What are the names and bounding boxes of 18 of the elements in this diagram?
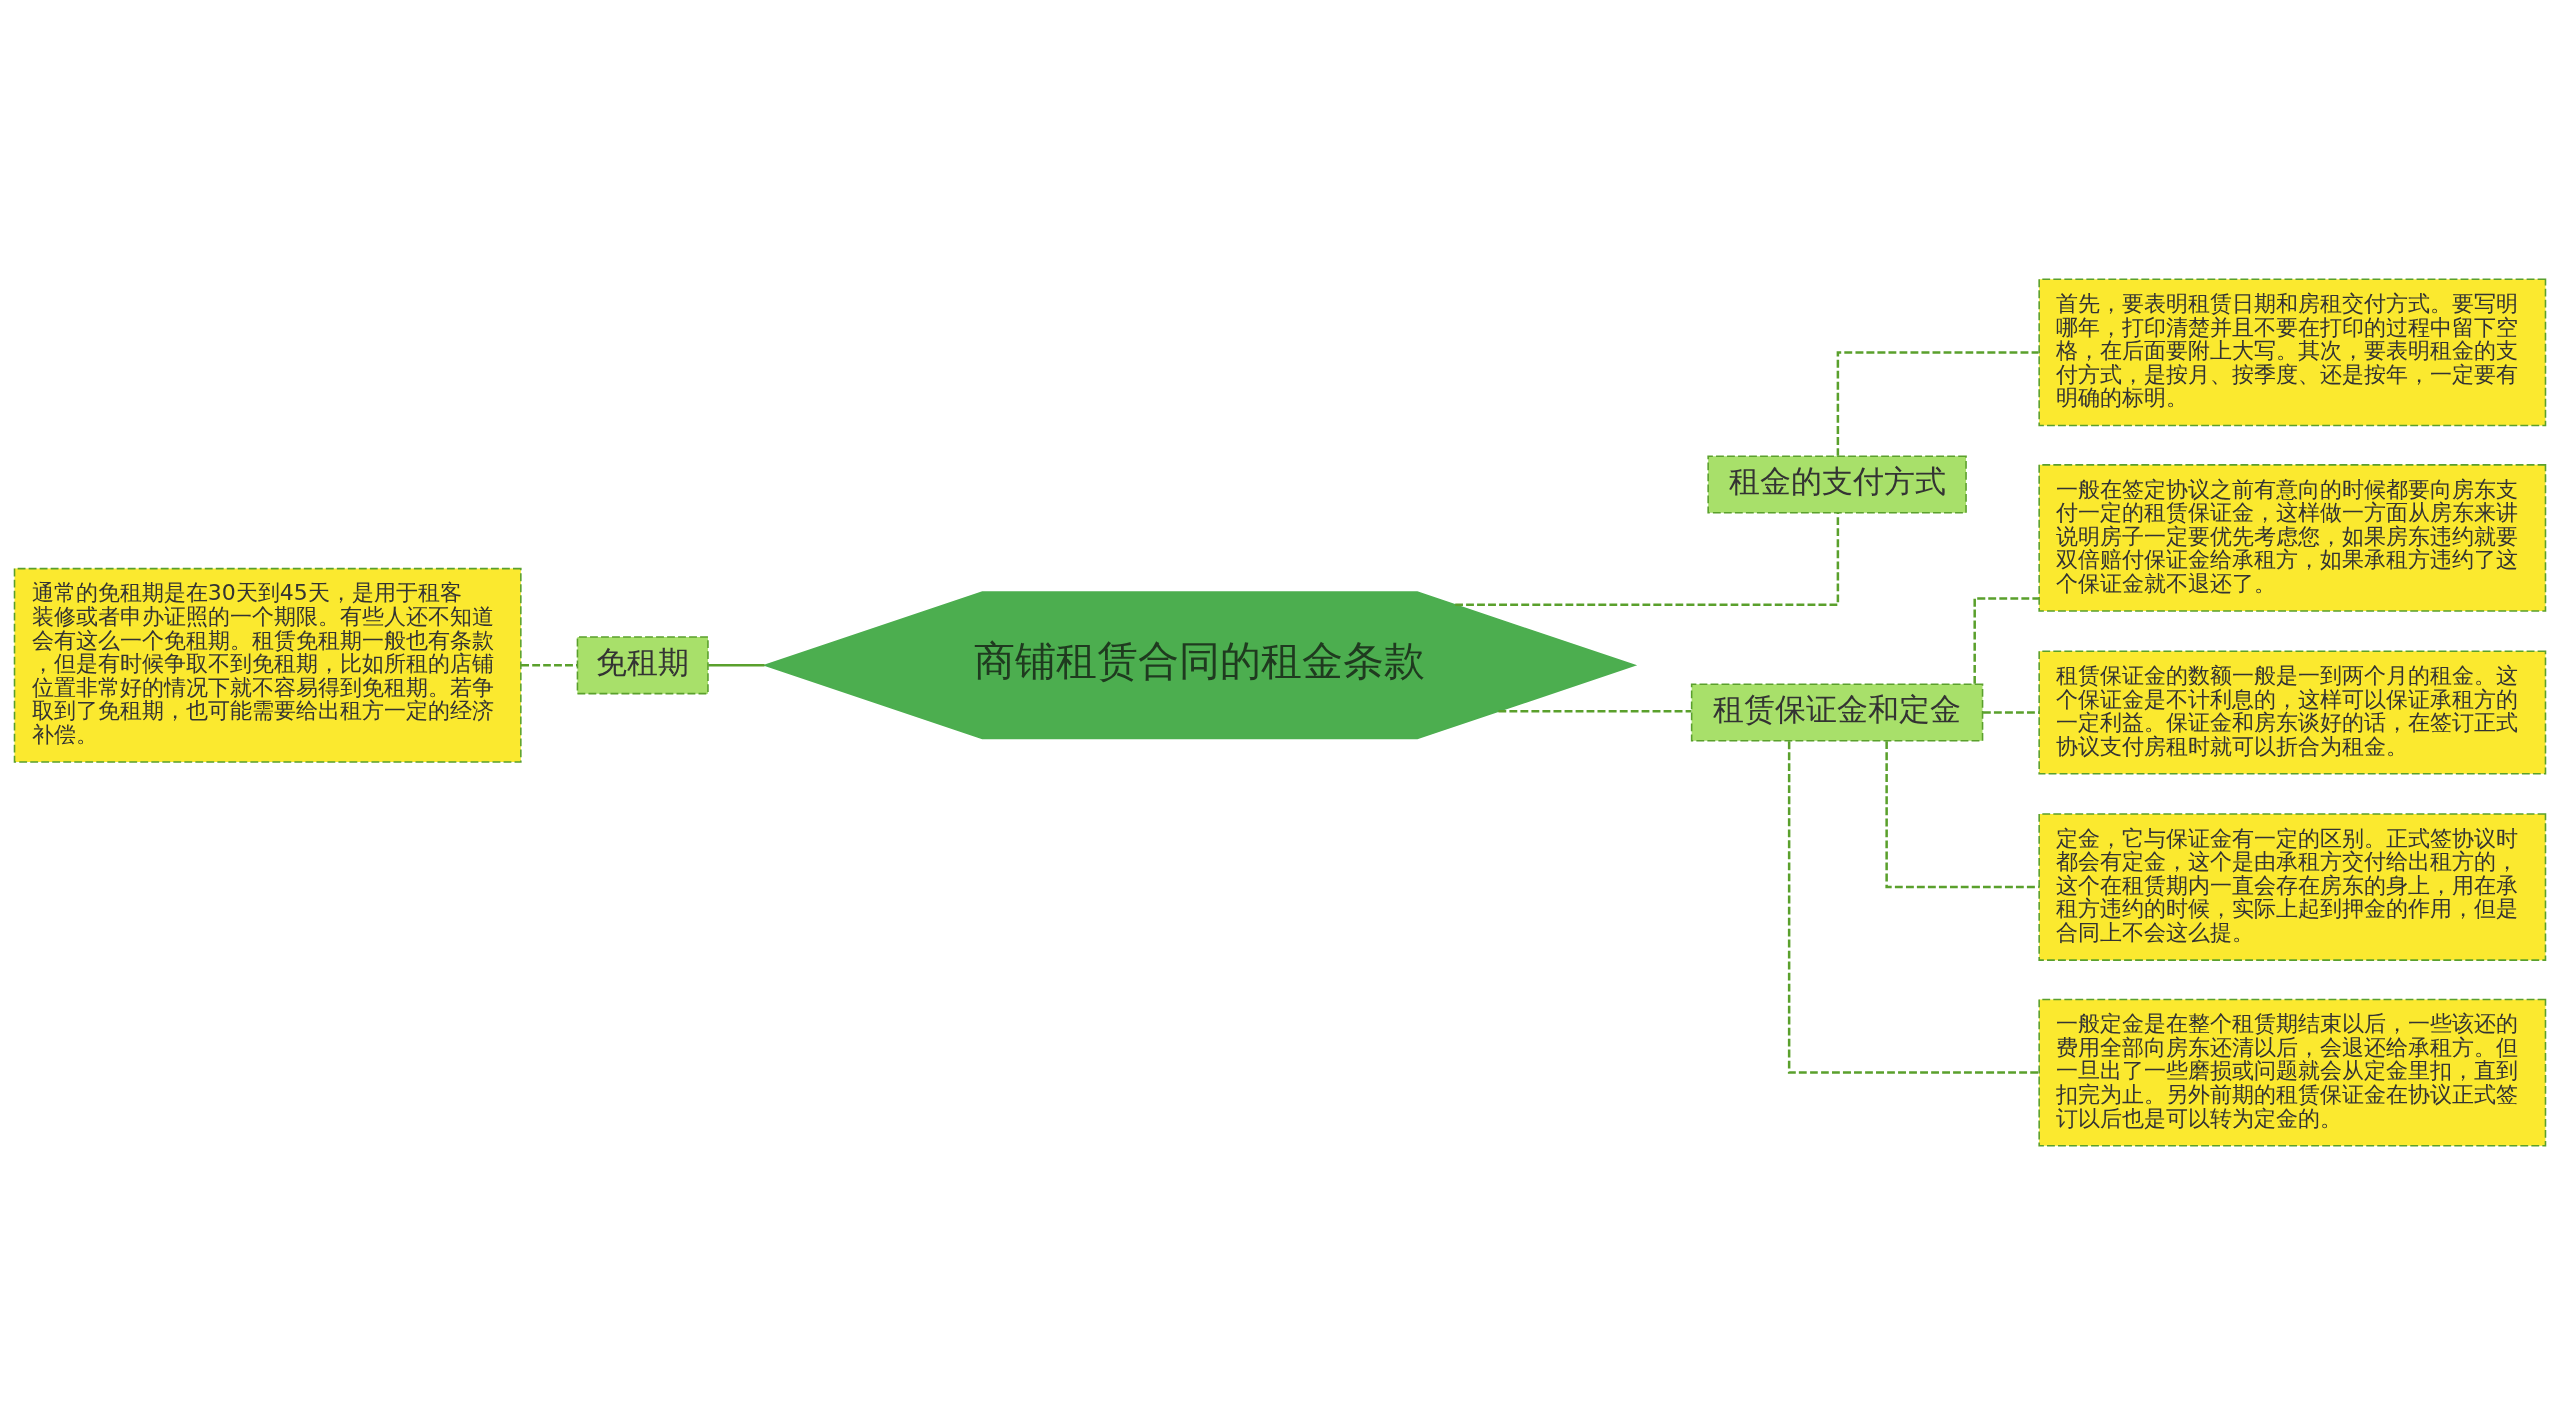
node-box: 免租期: [576, 635, 709, 694]
connector: [1836, 350, 2039, 456]
node-box: 一般定金是在整个租赁期结束以后，一些该还的费用全部向房东还清以后，会退还给承租方。但一旦出了一些磨损或问题就会从定金里扣，直到扣完为止。另外前期的租赁保证金在协议正式签订以后也是可以转为定金的。: [2038, 998, 2547, 1146]
connector: [520, 663, 578, 667]
connector: [1498, 709, 1692, 713]
node-box: 首先，要表明租赁日期和房租交付方式。要写明哪年，打印清楚并且不要在打印的过程中留下空格，在后面要附上大写。其次，要表明租金的支付方式，是按月、按季度、还是按年，一定要有明确的标明。: [2038, 278, 2547, 426]
connector: [1885, 740, 2039, 888]
node-box: 租赁保证金的数额一般是一到两个月的租金。这个保证金是不计利息的，这样可以保证承租方的一定利益。保证金和房东谈好的话，在签订正式协议支付房租时就可以折合为租金。: [2038, 649, 2547, 775]
connector: [1455, 512, 1840, 606]
connector: [1973, 596, 2039, 684]
node-box: 通常的免租期是在30天到45天，是用于租客装修或者申办证照的一个期限。有些人还不知道会有这么一个免租期。租赁免租期一般也有条款，但是有时候争取不到免租期，比如所租的店铺位置非常好的情况下就不容易得到免租期。若争取到了免租期，也可能需要给出租方一定的经济补偿。: [13, 567, 522, 763]
node-box: 一般在签定协议之前有意向的时候都要向房东支付一定的租赁保证金，这样做一方面从房东来讲说明房子一定要优先考虑您，如果房东违约就要双倍赔付保证金给承租方，如果承租方违约了这个保证金就不退还了。: [2038, 463, 2547, 612]
node-box: 租金的支付方式: [1707, 454, 1967, 514]
connector: [708, 663, 765, 667]
connector: [1787, 740, 2039, 1074]
node-box: 租赁保证金和定金: [1690, 682, 1984, 742]
node-box: 定金，它与保证金有一定的区别。正式签协议时都会有定金，这个是由承租方交付给出租方的，这个在租赁期内一直会存在房东的身上，用在承租方违约的时候，实际上起到押金的作用，但是合同上不会这么提。: [2038, 812, 2547, 961]
connector: [1983, 710, 2040, 714]
